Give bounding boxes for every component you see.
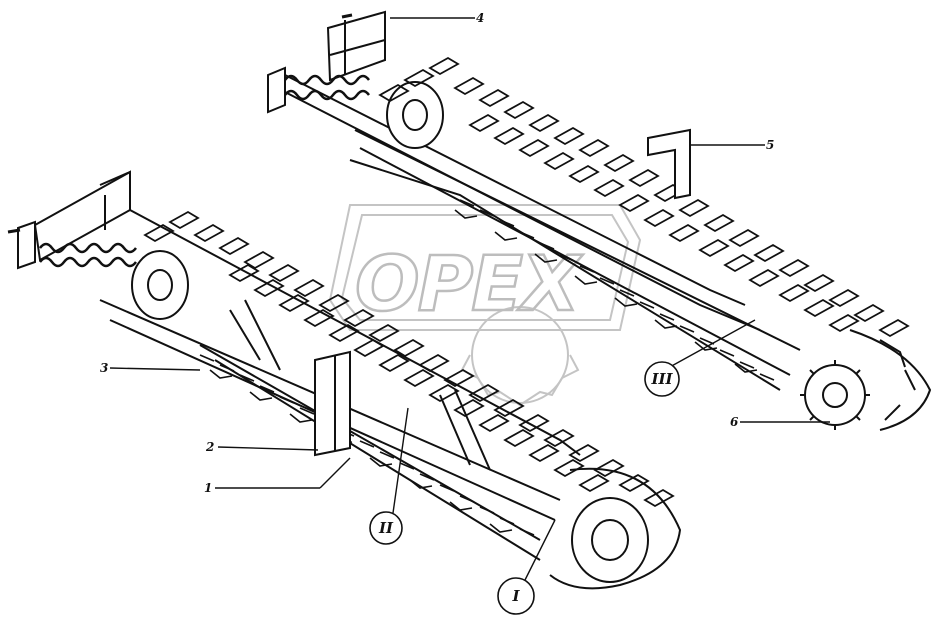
callout-5: 5: [766, 138, 774, 152]
upper-track-frame: [267, 10, 932, 431]
watermark-logo: OPEX: [328, 204, 642, 407]
detail-marker-III-label: III: [650, 370, 673, 388]
lower-track-frame: [7, 170, 682, 590]
callout-2: 2: [205, 440, 214, 454]
callout-6: 6: [730, 415, 739, 429]
callout-1: 1: [204, 481, 212, 495]
detail-marker-I: I: [497, 577, 535, 615]
watermark-text: OPEX: [355, 239, 583, 328]
detail-marker-III: III: [644, 361, 680, 397]
detail-marker-II: II: [369, 511, 403, 545]
leader-lines: [109, 17, 830, 581]
detail-marker-II-label: II: [378, 519, 394, 537]
callout-3: 3: [100, 361, 108, 375]
callout-4: 4: [476, 11, 484, 25]
detail-marker-I-label: I: [511, 587, 520, 605]
